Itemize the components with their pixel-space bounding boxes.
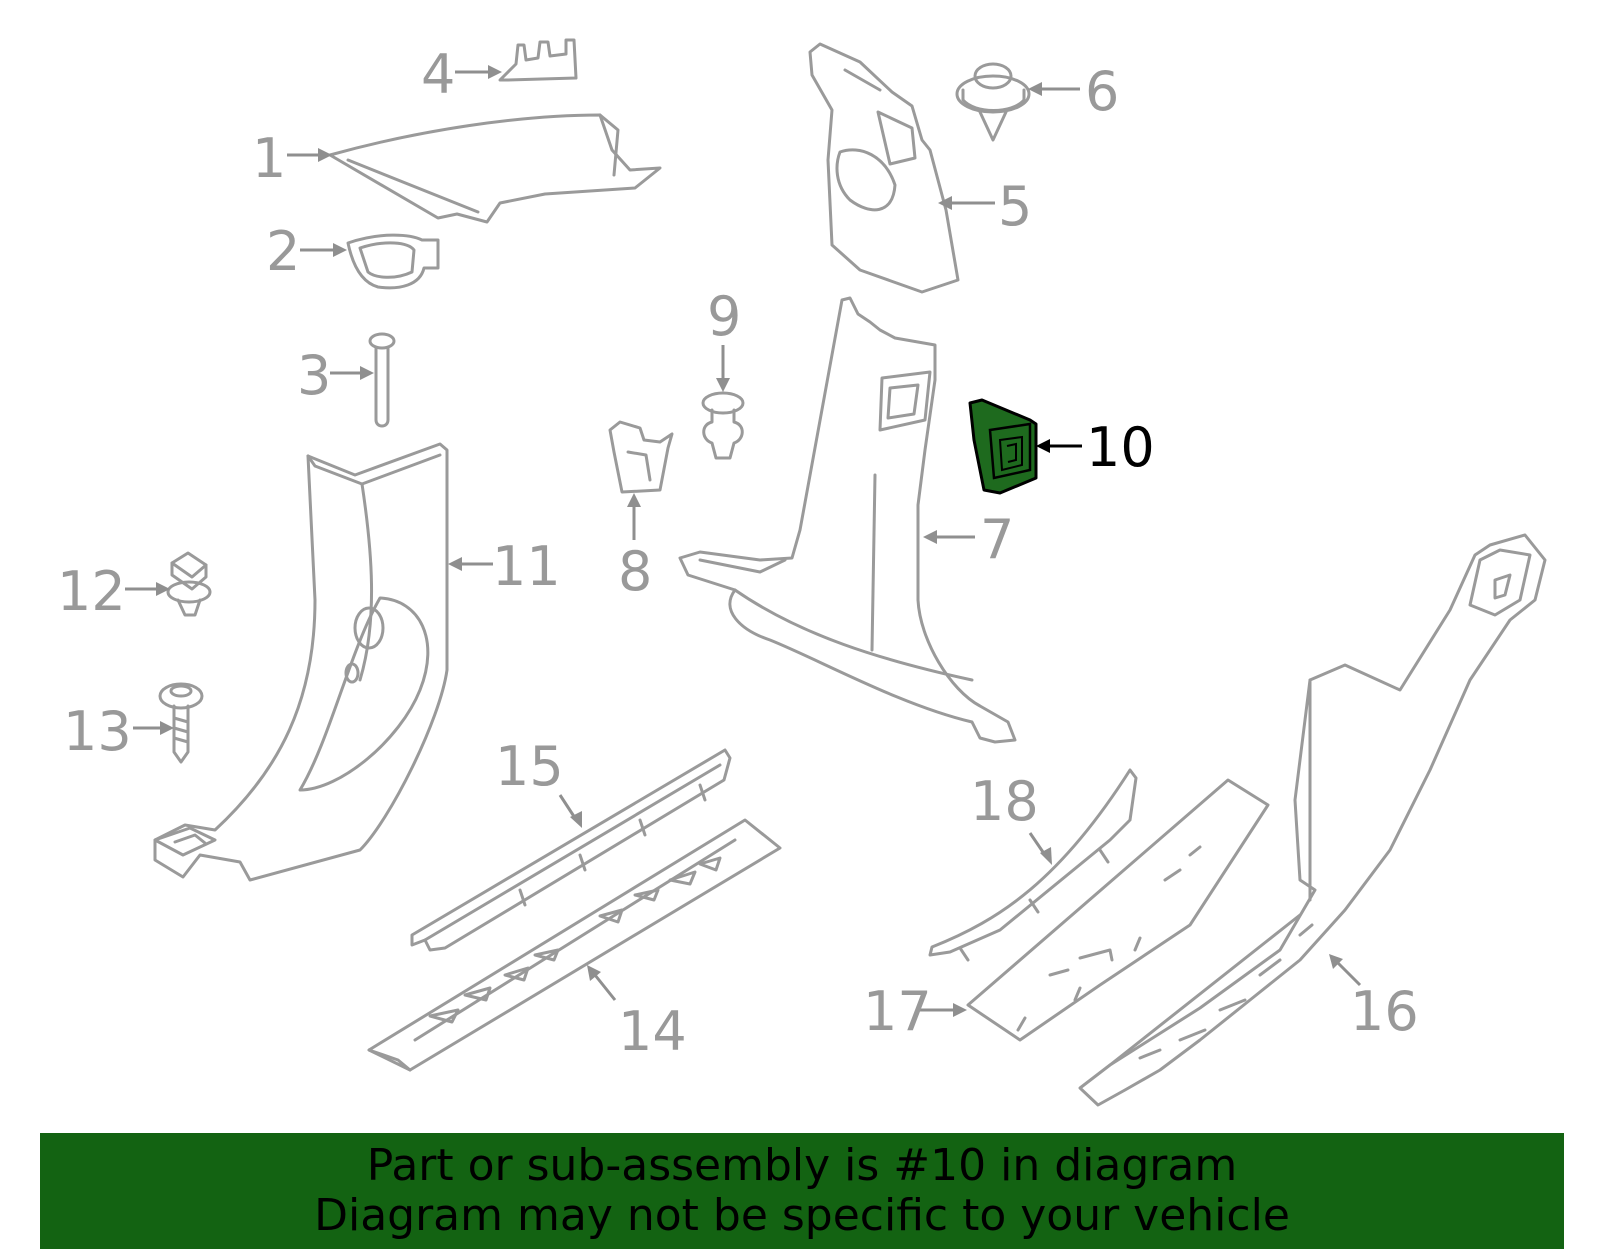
banner-line-2: Diagram may not be specific to your vehi… xyxy=(314,1190,1290,1241)
info-banner: Part or sub-assembly is #10 in diagram D… xyxy=(40,1133,1564,1249)
callout-8: 8 xyxy=(618,540,652,603)
callout-3: 3 xyxy=(297,344,331,407)
part-7-b-pillar-trim xyxy=(678,296,1017,744)
part-5-pillar-trim xyxy=(808,42,960,294)
callout-13: 13 xyxy=(63,700,132,763)
callout-5: 5 xyxy=(998,175,1032,238)
banner-line-1: Part or sub-assembly is #10 in diagram xyxy=(366,1140,1238,1191)
part-16-long-sill-trim xyxy=(1078,533,1547,1107)
callout-6: 6 xyxy=(1085,60,1119,123)
part-11-a-pillar-trim xyxy=(153,442,449,882)
callout-1: 1 xyxy=(252,127,286,190)
callout-18: 18 xyxy=(970,770,1039,833)
part-4-clip xyxy=(498,38,578,82)
leader-lines xyxy=(125,65,1362,1017)
part-9-clip xyxy=(701,391,745,460)
part-10-highlighted xyxy=(968,398,1038,495)
part-13-screw xyxy=(158,682,204,764)
callout-12: 12 xyxy=(57,560,126,623)
callout-4: 4 xyxy=(421,43,455,106)
part-18-sill-cover xyxy=(928,768,1138,962)
part-12-clip xyxy=(166,551,212,617)
part-3-pin xyxy=(368,332,396,428)
part-8-clip xyxy=(608,420,674,494)
callout-numbers: 1 2 3 4 5 6 7 8 9 10 11 12 13 14 15 16 1… xyxy=(57,43,1419,1063)
callout-17: 17 xyxy=(863,980,932,1043)
callout-15: 15 xyxy=(495,735,564,798)
callout-7: 7 xyxy=(980,508,1014,571)
part-1-upper-trim xyxy=(328,113,662,224)
callout-9: 9 xyxy=(707,285,741,348)
part-14-sill-plate xyxy=(367,818,782,1072)
callout-11: 11 xyxy=(492,535,561,598)
part-2-grip xyxy=(346,233,440,290)
part-17-sill-plate xyxy=(966,778,1270,1042)
callout-10-highlighted: 10 xyxy=(1086,416,1155,479)
callout-16: 16 xyxy=(1350,980,1419,1043)
parts-diagram: 1 2 3 4 5 6 7 8 9 10 11 12 13 14 15 16 1… xyxy=(57,38,1547,1107)
callout-2: 2 xyxy=(266,220,300,283)
part-15-sill-strip xyxy=(410,748,732,952)
part-6-push-clip xyxy=(955,62,1031,142)
callout-14: 14 xyxy=(618,1000,687,1063)
